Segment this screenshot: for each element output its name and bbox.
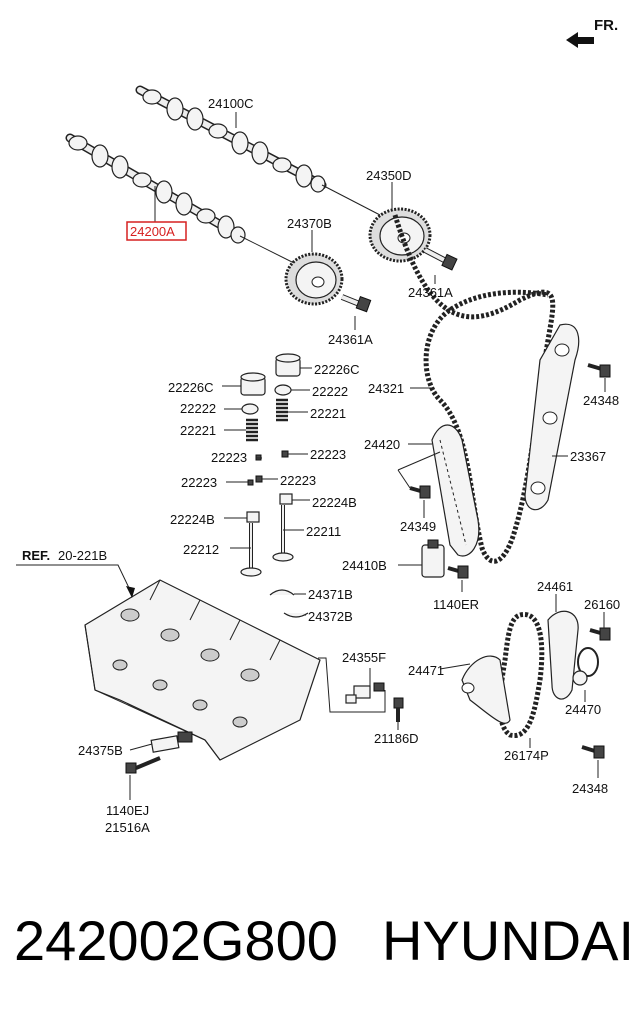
timing-chain-24321 — [392, 214, 556, 564]
guide-24471 — [461, 655, 511, 724]
label-22224b-right: 22224B — [312, 495, 357, 510]
label-22221-left: 22221 — [180, 423, 216, 438]
label-24461: 24461 — [537, 579, 573, 594]
bearing-24371b — [269, 589, 295, 596]
bolt-24348-upper — [587, 363, 611, 378]
label-22223-d: 22223 — [181, 475, 217, 490]
part-number: 242002G800 — [14, 908, 338, 972]
valve-22212 — [240, 523, 262, 577]
label-24350d: 24350D — [366, 168, 412, 183]
label-22223-b: 22223 — [211, 450, 247, 465]
bolt-24361a-upper — [423, 247, 458, 271]
label-24410b: 24410B — [342, 558, 387, 573]
label-26160: 26160 — [584, 597, 620, 612]
label-1140er: 1140ER — [433, 597, 479, 612]
label-22223-a: 22223 — [310, 447, 346, 462]
label-24375b: 24375B — [78, 743, 123, 758]
direction-label: FR. — [594, 17, 618, 34]
chain-tensioner-24410b — [421, 539, 445, 578]
label-23367: 23367 — [570, 449, 606, 464]
reference-code: 20-221B — [58, 548, 107, 563]
bolt-26160 — [589, 627, 611, 641]
bearing-24372b — [283, 612, 309, 618]
label-22224b-left: 22224B — [170, 512, 215, 527]
oil-pump-chain-26174p — [497, 612, 545, 738]
caption: 242002G800 HYUNDAI — [14, 900, 634, 980]
label-21516a: 21516A — [105, 820, 150, 835]
valve-lifter-22226c-left — [240, 372, 266, 396]
camshaft-24100c — [135, 85, 327, 193]
label-24471: 24471 — [408, 663, 444, 678]
valve-lifter-22226c-right — [275, 353, 301, 377]
chain-guide-24420 — [431, 424, 480, 557]
sensor-24375b — [150, 731, 193, 753]
label-22212: 22212 — [183, 542, 219, 557]
bolt-24348-lower — [581, 745, 605, 759]
label-22221-right: 22221 — [310, 406, 346, 421]
label-24370b: 24370B — [287, 216, 332, 231]
label-21186d: 21186D — [374, 731, 419, 746]
valve-spring-22221-right — [276, 398, 288, 422]
lever-24461 — [547, 610, 579, 700]
label-1140ej: 1140EJ — [106, 803, 149, 818]
label-24355f: 24355F — [342, 650, 386, 665]
sensor-24355f — [345, 682, 385, 704]
label-22226c-right: 22226C — [314, 362, 360, 377]
label-24420: 24420 — [364, 437, 400, 452]
label-24361a-upper: 24361A — [408, 285, 453, 300]
retainer-22222-right — [274, 384, 292, 396]
label-24348-upper: 24348 — [583, 393, 619, 408]
highlight-box-24200a — [126, 221, 187, 241]
cylinder-head — [84, 579, 321, 761]
retainer-22222-left — [241, 403, 259, 415]
label-24372b: 24372B — [308, 609, 353, 624]
bolt-24349 — [409, 485, 431, 499]
label-26174p: 26174P — [504, 748, 549, 763]
cam-sprocket-24370b — [284, 252, 344, 306]
label-22211: 22211 — [306, 524, 341, 539]
valve-spring-22221-left — [246, 418, 258, 442]
label-24200a: 24200A — [130, 224, 175, 239]
label-24371b: 24371B — [308, 587, 353, 602]
label-22222-left: 22222 — [180, 401, 216, 416]
label-24470: 24470 — [565, 702, 601, 717]
valve-seal-22224b — [246, 493, 293, 523]
label-22222-right: 22222 — [312, 384, 348, 399]
bolt-21186d — [393, 697, 404, 722]
valve-22211 — [272, 505, 294, 562]
bolt-1140er — [447, 565, 469, 579]
label-24349: 24349 — [400, 519, 436, 534]
label-22226c-left: 22226C — [168, 380, 214, 395]
label-24321: 24321 — [368, 381, 404, 396]
bolt-1140ej — [125, 756, 161, 774]
tensioner-lever-23367 — [524, 323, 580, 511]
bolt-24361a-lower — [340, 294, 372, 313]
label-24361a-lower: 24361A — [328, 332, 373, 347]
label-24348-lower: 24348 — [572, 781, 608, 796]
spring-24470 — [572, 647, 599, 686]
brand-name: HYUNDAI — [381, 908, 634, 972]
label-22223-c: 22223 — [280, 473, 316, 488]
label-24100c: 24100C — [208, 96, 254, 111]
reference-prefix: REF. — [22, 548, 50, 563]
front-direction-arrow-icon — [566, 32, 594, 48]
